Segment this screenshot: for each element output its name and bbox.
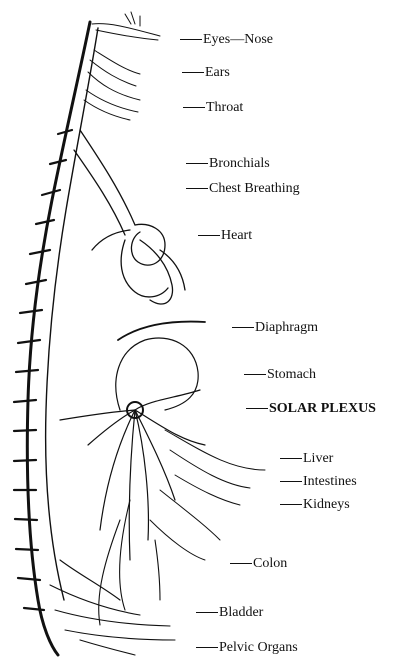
spinal-column — [27, 22, 90, 655]
cranial-branches — [84, 12, 160, 120]
solar-plexus-network — [60, 338, 205, 560]
label-chest-breathing: Chest Breathing — [186, 181, 300, 197]
label-stomach: Stomach — [244, 367, 316, 383]
cardiac-plexus — [74, 130, 185, 304]
label-colon: Colon — [230, 556, 287, 572]
abdominal-branches — [150, 430, 265, 560]
label-pelvic-organs: Pelvic Organs — [196, 640, 298, 656]
vertebral-ganglia — [14, 130, 72, 610]
label-eyes-nose: Eyes—Nose — [180, 32, 273, 48]
label-intestines: Intestines — [280, 474, 357, 490]
label-ears: Ears — [182, 65, 230, 81]
label-solar-plexus: SOLAR PLEXUS — [246, 401, 376, 417]
label-heart: Heart — [198, 228, 252, 244]
label-bronchials: Bronchials — [186, 156, 270, 172]
sympathetic-trunk — [46, 28, 98, 600]
diaphragm-line — [118, 322, 205, 340]
pelvic-network — [50, 500, 175, 655]
label-throat: Throat — [183, 100, 243, 116]
label-diaphragm: Diaphragm — [232, 320, 318, 336]
label-kidneys: Kidneys — [280, 497, 350, 513]
label-bladder: Bladder — [196, 605, 263, 621]
label-liver: Liver — [280, 451, 333, 467]
